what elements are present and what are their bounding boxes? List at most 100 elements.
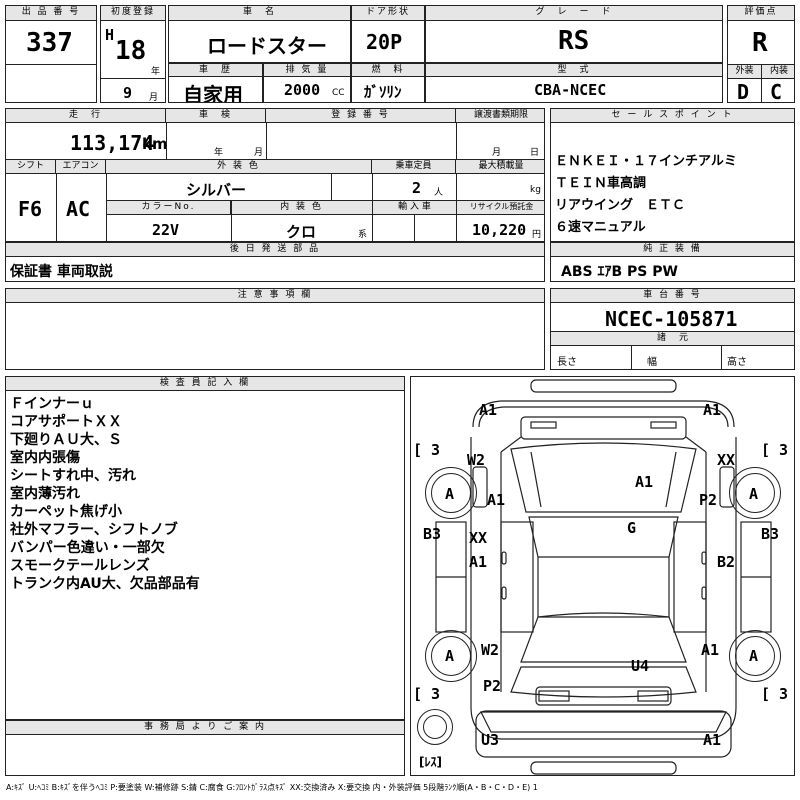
vehicle-info-box: 走 行 車 検 登 録 番 号 譲渡書類期限 113,174 km 年 月 月 …	[5, 108, 545, 242]
mark-rear-right: A1	[703, 731, 722, 749]
specs-label: 諸 元	[551, 332, 794, 346]
office-info-box: 事 務 局 よ り ご 案 内	[5, 720, 405, 776]
later-parts-box: 後 日 発 送 部 品 保証書 車両取説	[5, 242, 545, 282]
mark-right-rocker: B3	[761, 525, 780, 543]
sales-point-box: セ ー ル ス ポ イ ン ト ＥＮＫＥＩ・１７インチアルミ ＴＥＩＮ車高調 リ…	[550, 108, 795, 242]
interior-label: 内装	[762, 65, 794, 79]
history-box: 車 歴 自家用	[168, 63, 263, 103]
interior-score: C	[770, 80, 783, 103]
int-color-suffix: 系	[358, 230, 368, 240]
transfer-month-unit: 月	[492, 148, 502, 158]
sales-line: ＴＥＩＮ車高調	[555, 176, 647, 191]
inspector-line: 室内内張傷	[10, 450, 80, 466]
mark-rear-left-p2: P2	[483, 677, 502, 695]
inspection-label: 車 検	[166, 109, 266, 123]
mark-fr-tire: [ 3	[761, 441, 789, 459]
car-name-box: 車 名 ロードスター	[168, 5, 351, 63]
inspector-line: トランク内AU大、欠品部品有	[10, 576, 200, 592]
rear-right-wheel	[729, 630, 781, 682]
mark-fr-fender: XX	[717, 451, 736, 469]
chassis-label: 車 台 番 号	[551, 289, 794, 303]
chassis-number: NCEC-105871	[605, 307, 738, 331]
later-parts: 保証書 車両取説	[10, 264, 113, 280]
score-label: 評価点	[728, 6, 794, 21]
mark-rl-fender: W2	[481, 641, 500, 659]
shift: F6	[18, 197, 43, 221]
grade-box: グ レ ー ド RS	[425, 5, 723, 63]
mark-hood-left: A1	[487, 491, 506, 509]
mark-fl-fender: W2	[467, 451, 486, 469]
era: H	[105, 26, 115, 44]
color-no-label: カラーNo.	[107, 201, 231, 215]
model: CBA-NCEC	[534, 81, 607, 99]
color-no: 22V	[152, 221, 180, 239]
month-unit: 月	[149, 93, 159, 103]
transfer-deadline-label: 譲渡書類期限	[456, 109, 544, 123]
fuel-label: 燃 料	[352, 64, 424, 77]
mark-front-left: A1	[479, 401, 498, 419]
sales-line: リアウイング ＥＴＣ	[555, 198, 686, 213]
score-box: 評価点 R 外装 内装 D C	[727, 5, 795, 103]
rear-left-wheel	[425, 630, 477, 682]
overall-score: R	[752, 28, 768, 58]
mark-front-right: A1	[703, 401, 722, 419]
fuel-box: 燃 料 ｶﾞｿﾘﾝ	[351, 63, 425, 103]
inspector-line: カーペット焦げ小	[10, 504, 122, 520]
exterior-label: 外装	[728, 65, 762, 79]
mark-trunk: U4	[631, 657, 650, 675]
mark-fl-tire: [ 3	[413, 441, 441, 459]
later-parts-label: 後 日 発 送 部 品	[6, 243, 544, 257]
mark-fl-wheel: A	[445, 485, 455, 503]
int-color-label: 内 装 色	[231, 201, 372, 215]
lot-number: 337	[26, 28, 73, 58]
inspector-line: Ｆインナーｕ	[10, 396, 94, 412]
height-label: 高さ	[727, 357, 747, 368]
equipment-box: 純 正 装 備 ABS ｴｱB PS PW	[550, 242, 795, 282]
mark-windshield: A1	[635, 473, 654, 491]
fuel: ｶﾞｿﾘﾝ	[364, 83, 402, 101]
car-name-label: 車 名	[169, 6, 350, 21]
mark-rl-wheel: A	[445, 647, 455, 665]
recycle-label: リサイクル預託金	[457, 201, 544, 215]
equipment: ABS ｴｱB PS PW	[561, 264, 678, 280]
displacement: 2000	[284, 81, 321, 99]
width-label: 幅	[647, 357, 657, 368]
door-label: ドア形状	[352, 6, 424, 21]
lot-number-label: 出 品 番 号	[6, 6, 96, 21]
sales-point-label: セ ー ル ス ポ イ ン ト	[551, 109, 794, 123]
mark-right-door: B2	[717, 553, 736, 571]
door-box: ドア形状 20P	[351, 5, 425, 63]
chassis-box: 車 台 番 号 NCEC-105871 諸 元 長さ 幅 高さ	[550, 288, 795, 370]
cc-unit: CC	[332, 88, 345, 98]
registration-year: 18	[115, 36, 147, 66]
door-type: 20P	[366, 30, 403, 54]
max-load-label: 最大積載量	[456, 160, 544, 174]
office-info-label: 事 務 局 よ り ご 案 内	[6, 721, 404, 735]
car-outline	[435, 379, 772, 775]
displacement-box: 排 気 量 2000 CC	[263, 63, 351, 103]
kg-unit: kg	[530, 185, 541, 195]
car-name: ロードスター	[207, 34, 327, 58]
inspector-line: 下廻りＡＵ大、Ｓ	[10, 432, 122, 448]
damage-diagram: [ﾚｽ] A1 A1 [ 3 [ 3 W2 XX A A A1 A1 P2 G …	[410, 376, 795, 776]
first-registration-box: 初度登録 H 18 年 9 月	[100, 5, 166, 103]
spare-tire	[417, 709, 453, 745]
spare-tire-label: [ﾚｽ]	[419, 755, 442, 769]
history: 自家用	[183, 83, 243, 103]
km-unit: km	[142, 135, 168, 153]
inspection-month-unit: 月	[254, 148, 264, 158]
model-box: 型 式 CBA-NCEC	[425, 63, 723, 103]
mark-left-door-a1: A1	[469, 553, 488, 571]
equipment-label: 純 正 装 備	[551, 243, 794, 257]
lot-number-box: 出 品 番 号 337	[5, 5, 97, 103]
transfer-day-unit: 日	[530, 148, 540, 158]
ext-color-label: 外 装 色	[106, 160, 372, 174]
notes-box: 注 意 事 項 欄	[5, 288, 545, 370]
year-unit: 年	[151, 67, 161, 77]
sales-line: ６速マニュアル	[555, 220, 646, 235]
inspector-notes-box: 検 査 員 記 入 欄 Ｆインナーｕ コアサポートＸＸ 下廻りＡＵ大、Ｓ 室内内…	[5, 376, 405, 720]
inspector-line: スモークテールレンズ	[10, 558, 150, 574]
person-unit: 人	[434, 188, 444, 198]
first-registration-label: 初度登録	[101, 6, 165, 21]
grade: RS	[558, 26, 590, 56]
